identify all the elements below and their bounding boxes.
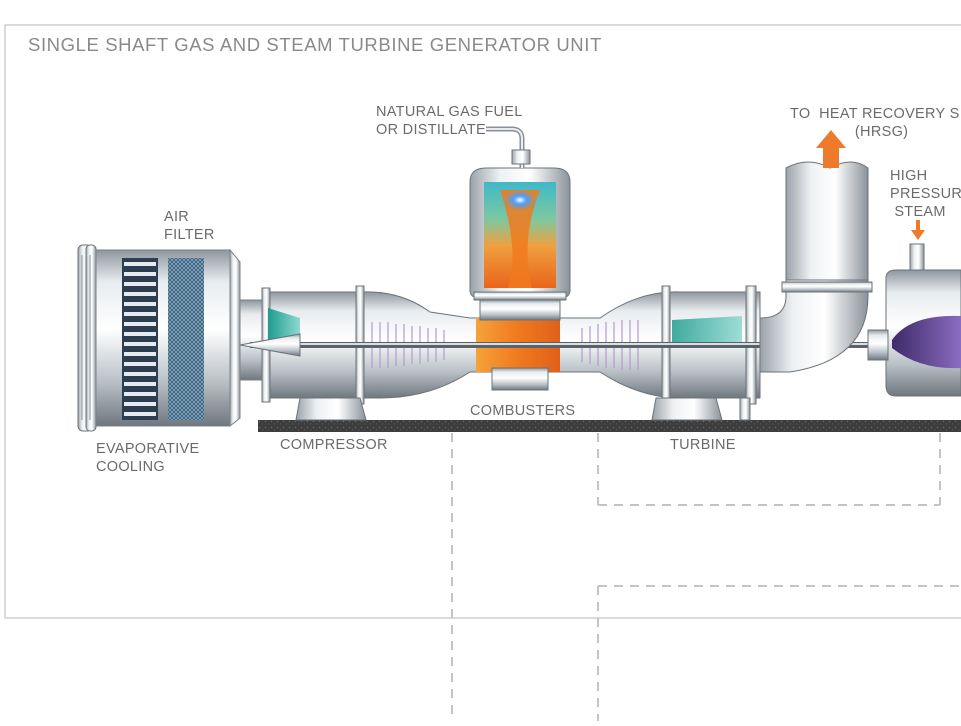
- diagram-frame: [4, 24, 961, 619]
- combusters-label: COMBUSTERS: [470, 403, 576, 419]
- main-casing: [239, 285, 961, 405]
- steam-arrow-icon: [911, 220, 925, 240]
- compressor-label: COMPRESSOR: [280, 437, 388, 453]
- hp-steam-label: HIGH PRESSUR STEAM: [890, 168, 961, 220]
- exhaust-arrow-icon: [816, 130, 846, 168]
- air-filter-unit: [77, 244, 265, 432]
- fuel-label: NATURAL GAS FUEL OR DISTILLATE: [376, 104, 523, 138]
- air-filter-label: AIR FILTER: [164, 209, 215, 243]
- dashed-guides: [451, 433, 961, 721]
- evaporative-cooling-label: EVAPORATIVE COOLING: [96, 441, 200, 475]
- turbine-label: TURBINE: [670, 437, 736, 453]
- steam-turbine: [867, 243, 961, 397]
- hrsg-label: TO HEAT RECOVERY S (HRSG): [790, 106, 960, 140]
- exhaust-stack: [759, 161, 873, 373]
- support-feet: [295, 397, 751, 421]
- combustor-can: [469, 126, 571, 391]
- diagram-title: SINGLE SHAFT GAS AND STEAM TURBINE GENER…: [28, 34, 602, 55]
- ground-slab: [258, 420, 961, 432]
